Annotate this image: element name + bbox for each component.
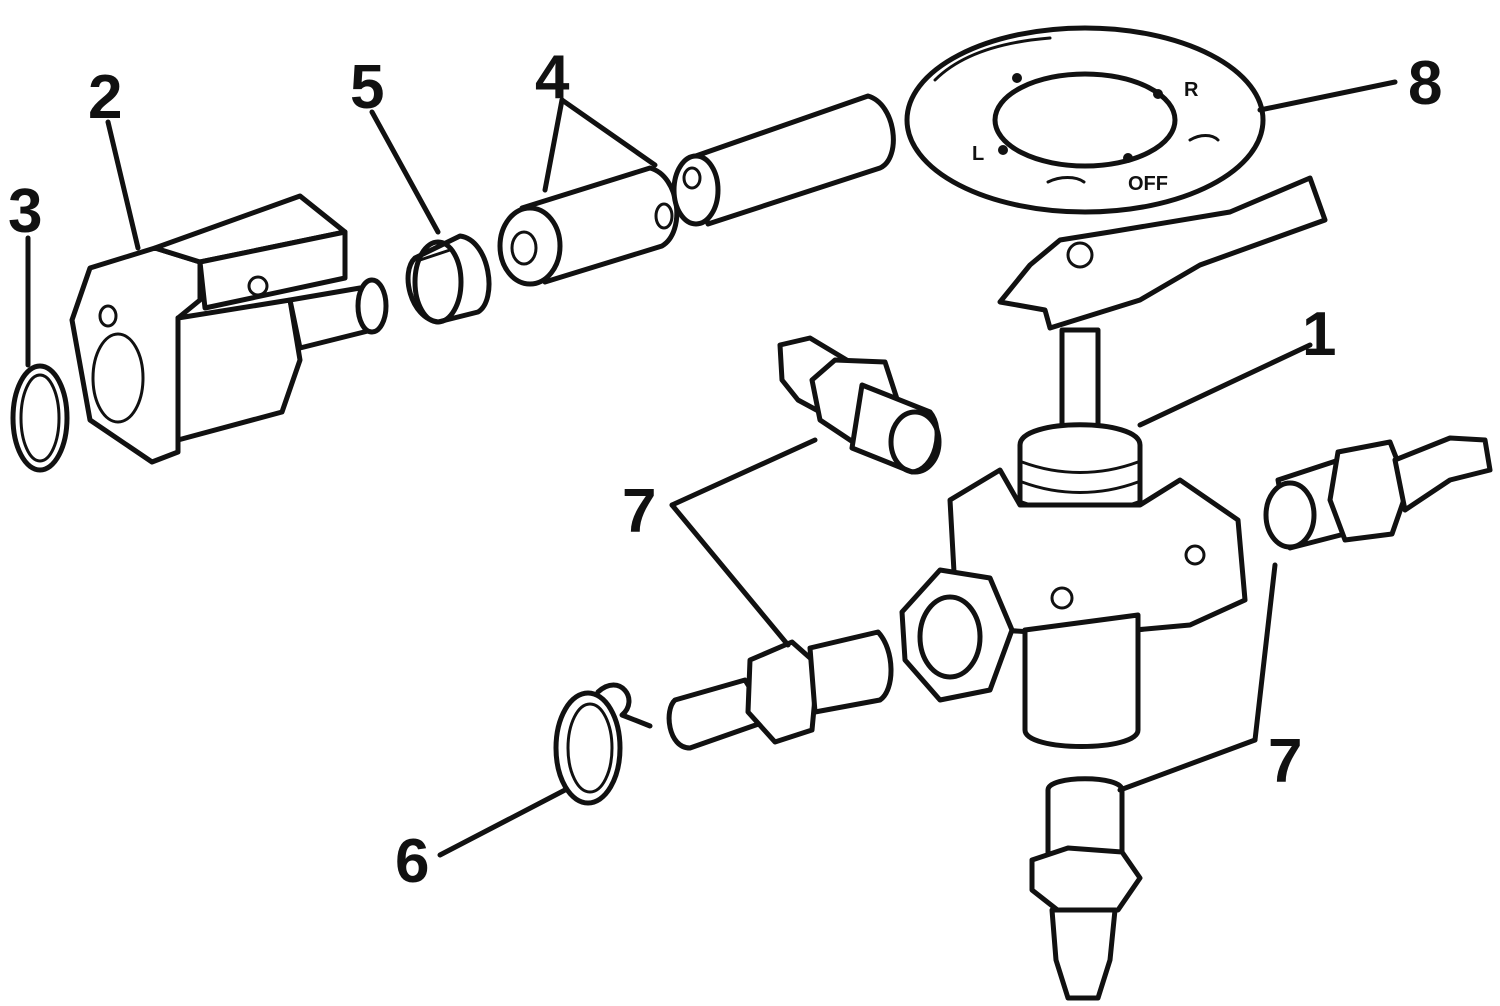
indicator-plate-part-8: OFF L R [904, 25, 1266, 215]
callout-7-right: 7 [1268, 727, 1302, 796]
barbed-fitting-part-7-upper [777, 335, 942, 475]
fuel-valve-part-1 [899, 175, 1328, 749]
barbed-fitting-part-7-right [1263, 435, 1493, 551]
leader-7b-bottom [1117, 737, 1258, 793]
spring-clip-part-6 [553, 682, 653, 806]
callout-8: 8 [1408, 49, 1442, 118]
leader-7b-right [1252, 562, 1278, 743]
callout-1: 1 [1302, 300, 1336, 369]
leader-7a-upper [669, 437, 818, 508]
plate-marking-off: OFF [1128, 173, 1168, 195]
callout-2: 2 [88, 63, 122, 132]
callout-4: 4 [535, 43, 570, 112]
hose-part-4-short [497, 165, 680, 287]
leader-lines [25, 79, 1398, 858]
plate-marking-left: L [972, 143, 984, 165]
leader-1 [1137, 342, 1313, 428]
hose-part-4-long [671, 93, 896, 227]
leader-4a [542, 97, 565, 193]
hose-clamp-part-5 [405, 233, 492, 325]
callout-3: 3 [8, 177, 42, 246]
leader-6 [437, 787, 568, 858]
callout-7-left: 7 [622, 477, 656, 546]
leader-2 [105, 119, 141, 251]
leader-7a-lower [669, 502, 791, 648]
callout-labels: 1 2 3 4 5 6 7 7 8 [8, 43, 1442, 896]
leader-8 [1257, 79, 1398, 113]
leader-4b [559, 97, 658, 168]
callout-5: 5 [350, 53, 384, 122]
callout-6: 6 [395, 827, 429, 896]
o-ring-part-3 [10, 363, 70, 473]
leader-5 [369, 109, 441, 235]
barbed-fitting-part-7-lower-left [666, 629, 894, 751]
barbed-fitting-part-7-bottom [1029, 776, 1143, 1001]
fuel-connector-part-2 [69, 193, 389, 465]
plate-marking-right: R [1184, 79, 1199, 101]
